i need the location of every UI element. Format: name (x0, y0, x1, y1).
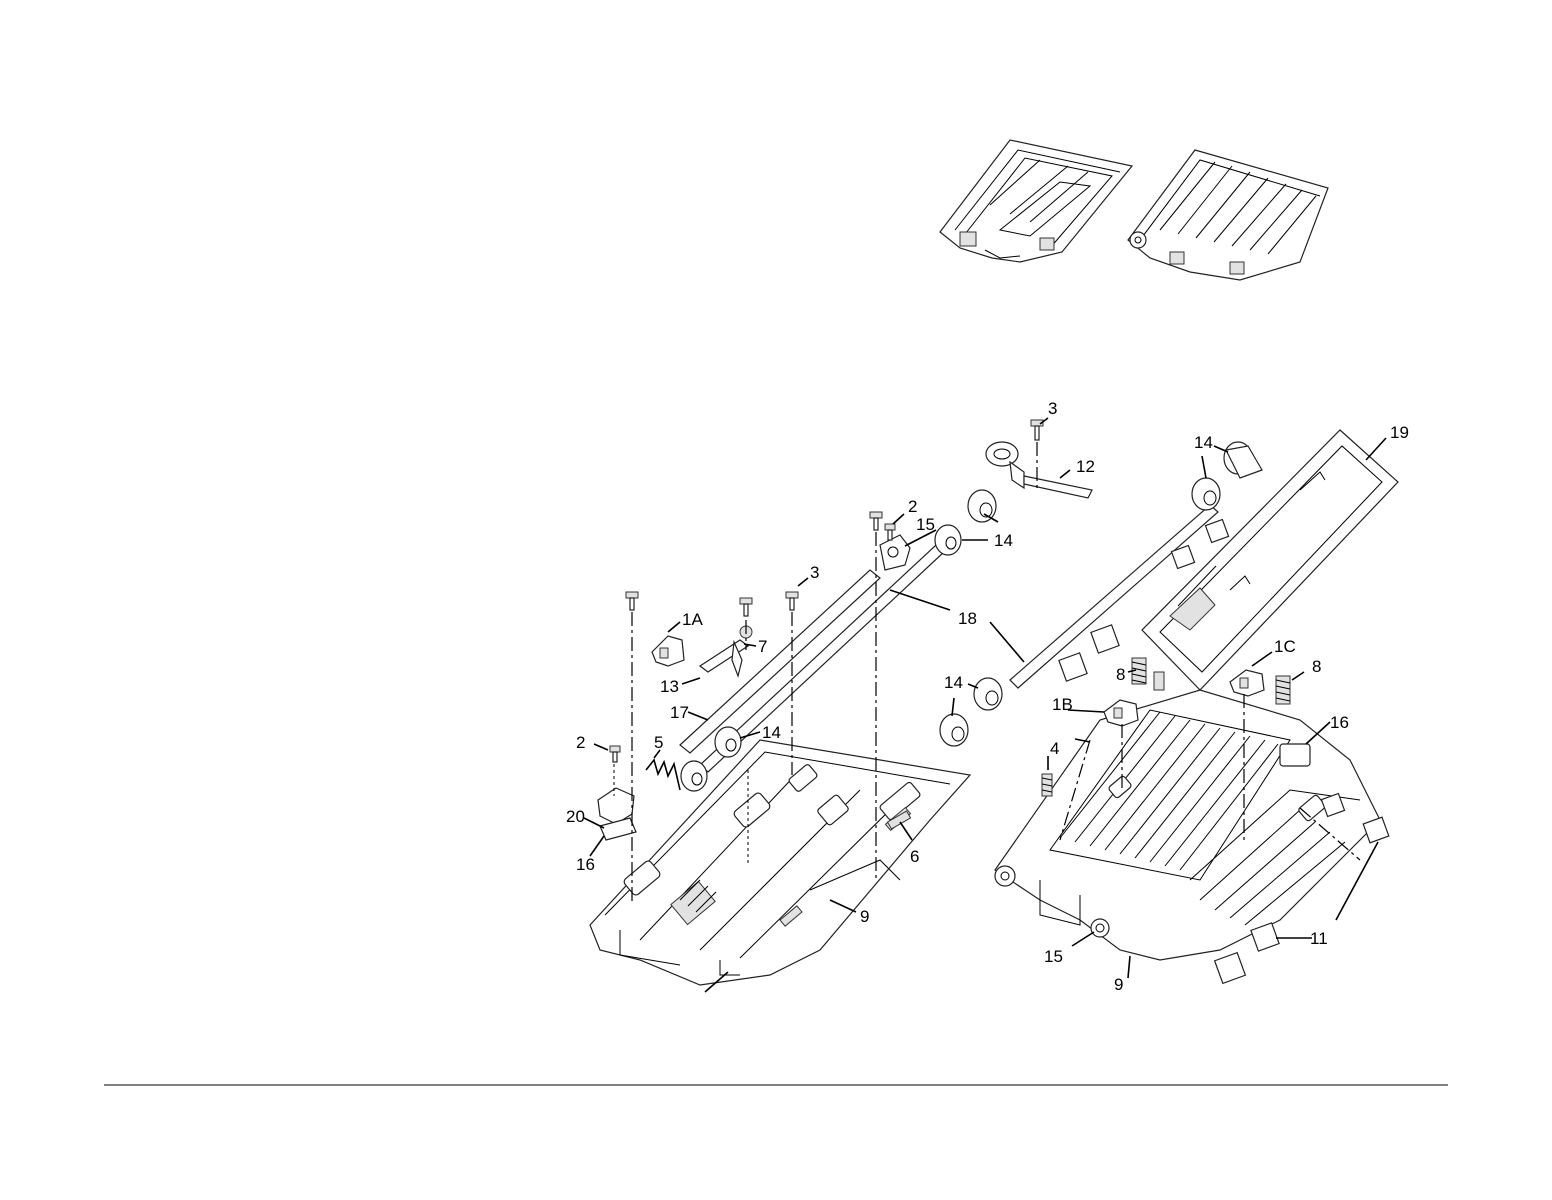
right-frame-assembly (995, 690, 1380, 960)
callout-16-left: 16 (576, 855, 595, 874)
part-13-lever (700, 640, 748, 676)
roller-14-top-right-a (1224, 442, 1262, 478)
callout-12: 12 (1076, 457, 1095, 476)
callout-9-left: 9 (860, 907, 869, 926)
callout-18: 18 (958, 609, 977, 628)
roller-14-left-a (715, 727, 741, 757)
screw-1A (626, 592, 638, 610)
sensor-1C (1230, 670, 1264, 696)
callout-7: 7 (758, 637, 767, 656)
callout-1B: 1B (1052, 695, 1073, 714)
thumbnail-lower-frame (1128, 150, 1328, 280)
roller-14-top-right-b (1192, 478, 1220, 510)
callout-19: 19 (1390, 423, 1409, 442)
part-15-upper-bearing (880, 535, 910, 570)
callout-16-right: 16 (1330, 713, 1349, 732)
callout-14-top-right: 14 (1194, 433, 1213, 452)
callout-8-right: 8 (1312, 657, 1321, 676)
screw-7 (740, 598, 752, 616)
spring-8-left (1132, 658, 1164, 690)
roller-14-mid-a (968, 490, 996, 522)
callout-5: 5 (654, 733, 663, 752)
roller-14-lower-a (974, 678, 1002, 710)
sensor-1B (1104, 700, 1138, 726)
roller-14-left-b (681, 761, 707, 791)
callout-17: 17 (670, 703, 689, 722)
callout-1C: 1C (1274, 637, 1296, 656)
callout-20: 20 (566, 807, 585, 826)
callout-8-left: 8 (1116, 665, 1125, 684)
left-frame-assembly (590, 740, 970, 992)
callout-14-mid: 14 (994, 531, 1013, 550)
screw-3-mid (786, 592, 798, 610)
roller-14-mid-b (935, 525, 961, 555)
screw-left-upper (870, 512, 882, 530)
spring-4 (1042, 774, 1052, 796)
part-20-bracket (598, 788, 636, 840)
thumbnail-upper-frame (940, 140, 1132, 262)
screw-2-b (610, 746, 620, 762)
callout-2-lower: 2 (576, 733, 585, 752)
callout-1A: 1A (682, 610, 703, 629)
callout-14-lower: 14 (944, 673, 963, 692)
callout-15-upper: 15 (916, 515, 935, 534)
callout-9-right: 9 (1114, 975, 1123, 994)
callout-14-left: 14 (762, 723, 781, 742)
sensor-1A (652, 636, 684, 666)
callout-2-upper: 2 (908, 497, 917, 516)
callout-4: 4 (1050, 739, 1059, 758)
part-15-right-bushing (1091, 919, 1109, 937)
callout-13: 13 (660, 677, 679, 696)
spring-8-right (1276, 676, 1290, 704)
callout-3-mid: 3 (810, 563, 819, 582)
callout-6: 6 (910, 847, 919, 866)
roller-14-lower-b (940, 714, 968, 746)
callout-11: 11 (1310, 929, 1328, 948)
spring-5 (646, 760, 680, 790)
callout-15-lower: 15 (1044, 947, 1063, 966)
callout-3-top: 3 (1048, 399, 1057, 418)
